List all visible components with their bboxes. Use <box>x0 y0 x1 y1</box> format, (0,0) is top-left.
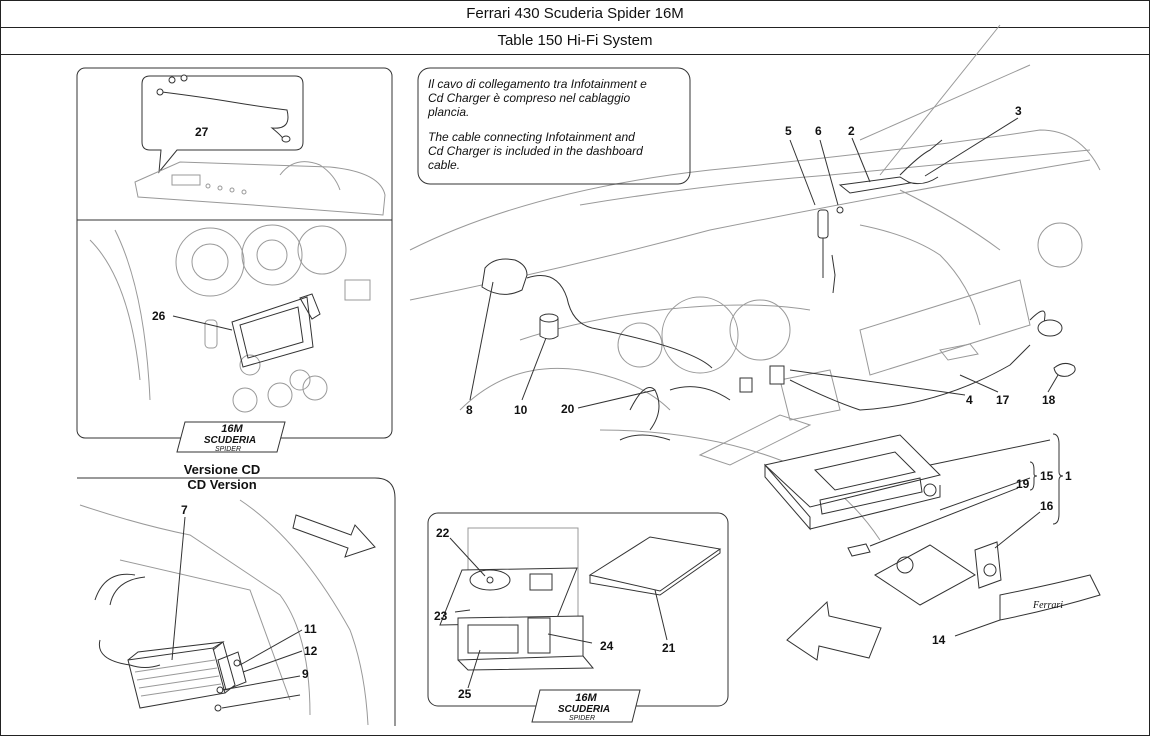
logo2-line-3: SPIDER <box>569 715 595 722</box>
callout-6: 6 <box>815 124 822 138</box>
callout-21: 21 <box>662 641 676 655</box>
cd-version-it: Versione CD <box>184 462 261 477</box>
logo-line-2: SCUDERIA <box>204 435 256 446</box>
page-title: Ferrari 430 Scuderia Spider 16M <box>0 0 1150 28</box>
callout-15: 15 <box>1040 469 1054 483</box>
note-en-line-1: The cable connecting Infotainment and <box>428 130 635 144</box>
callout-19: 19 <box>1016 477 1030 491</box>
cd-version-en: CD Version <box>187 477 256 492</box>
callout-4: 4 <box>966 393 973 407</box>
callout-20: 20 <box>561 402 575 416</box>
note-it-line-1: Il cavo di collegamento tra Infotainment… <box>428 77 647 91</box>
scuderia-16m-logo-bottom: 16M SCUDERIA SPIDER <box>531 689 641 723</box>
callout-3: 3 <box>1015 104 1022 118</box>
cable-note: Il cavo di collegamento tra Infotainment… <box>417 67 691 185</box>
callout-23: 23 <box>434 609 448 623</box>
note-it-line-3: plancia. <box>427 105 469 119</box>
logo2-line-1: 16M <box>575 692 597 704</box>
callout-14: 14 <box>932 633 946 647</box>
callout-26: 26 <box>152 309 166 323</box>
callout-7: 7 <box>181 503 188 517</box>
callout-5: 5 <box>785 124 792 138</box>
note-en-line-3: cable. <box>428 158 460 172</box>
callout-9: 9 <box>302 667 309 681</box>
callout-1: 1 <box>1065 469 1072 483</box>
manual-kit-inset <box>427 512 729 707</box>
callout-11: 11 <box>304 622 317 636</box>
callout-16: 16 <box>1040 499 1054 513</box>
note-it-line-2: Cd Charger è compreso nel cablaggio <box>428 91 630 105</box>
logo2-line-2: SCUDERIA <box>558 704 610 715</box>
callout-2: 2 <box>848 124 855 138</box>
callout-24: 24 <box>600 639 614 653</box>
callout-22: 22 <box>436 526 450 540</box>
logo-line-1: 16M <box>221 423 243 435</box>
callout-12: 12 <box>304 644 318 658</box>
inset-27-26 <box>76 67 393 439</box>
callout-27: 27 <box>195 125 209 139</box>
note-en-line-2: Cd Charger is included in the dashboard <box>428 144 643 158</box>
callout-25: 25 <box>458 687 472 701</box>
table-title: Table 150 Hi-Fi System <box>0 27 1150 55</box>
callout-17: 17 <box>996 393 1010 407</box>
callout-18: 18 <box>1042 393 1056 407</box>
dashboard-main: Ferrari <box>409 24 1101 661</box>
scuderia-16m-logo: 16M SCUDERIA SPIDER <box>176 421 286 453</box>
callout-8: 8 <box>466 403 473 417</box>
cd-version-inset: Versione CD CD Version <box>77 462 396 726</box>
callout-10: 10 <box>514 403 528 417</box>
logo-line-3: SPIDER <box>215 446 241 453</box>
callout-labels: 1 2 3 4 5 6 7 8 9 10 11 12 14 15 16 17 1… <box>152 104 1072 701</box>
ferrari-plate-text: Ferrari <box>1032 600 1063 611</box>
